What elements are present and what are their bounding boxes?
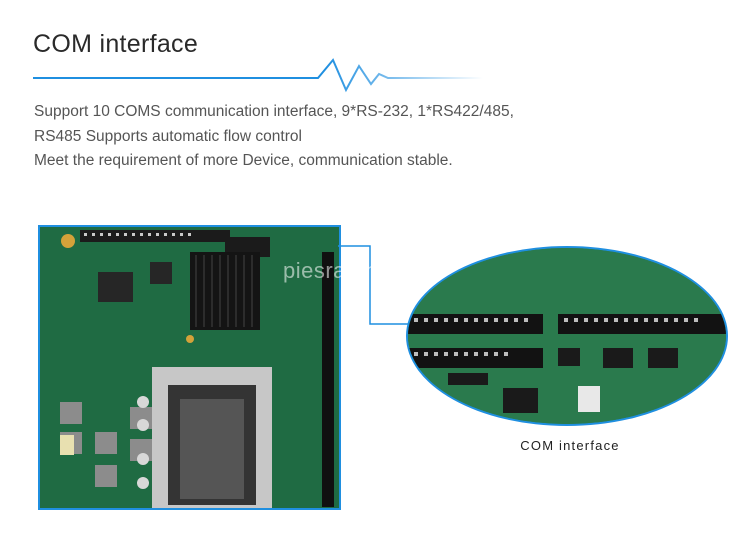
zoom-caption: COM interface xyxy=(520,438,620,453)
com-header-zoom-image xyxy=(406,246,728,426)
description-line: Meet the requirement of more Device, com… xyxy=(34,152,453,169)
page-title: COM interface xyxy=(33,30,199,58)
heartbeat-divider xyxy=(33,58,483,93)
callout-connector xyxy=(338,245,408,325)
description-line: RS485 Supports automatic flow control xyxy=(34,127,302,145)
description-line: Support 10 COMS communication interface,… xyxy=(34,103,514,120)
motherboard-illustration xyxy=(40,227,339,508)
zoom-illustration xyxy=(408,248,726,424)
motherboard-image xyxy=(38,225,341,510)
description-block: Support 10 COMS communication interface,… xyxy=(34,100,674,174)
